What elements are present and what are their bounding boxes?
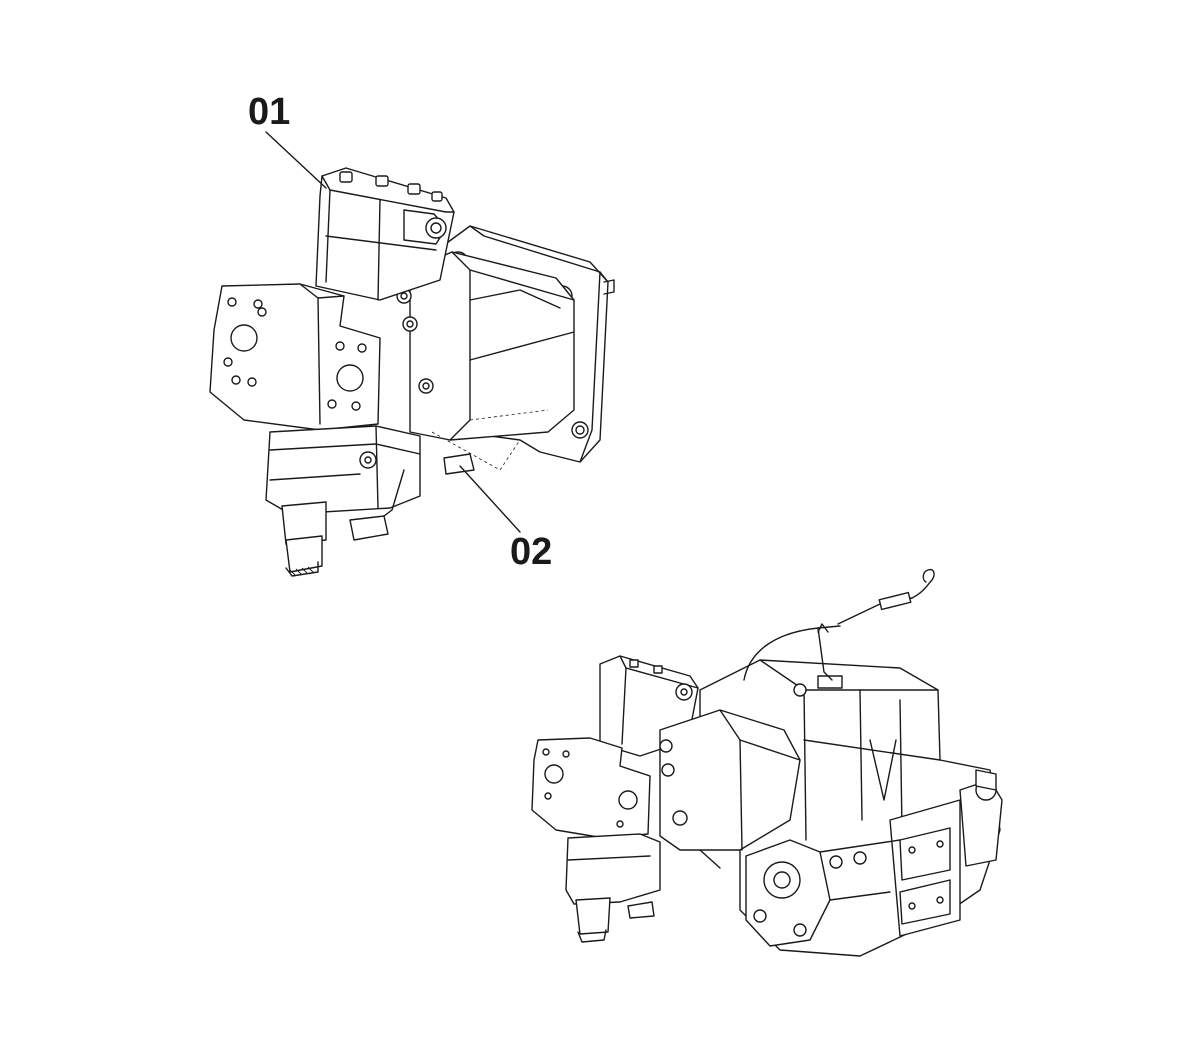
callout-01-leader — [265, 131, 327, 189]
callout-02-label: 02 — [510, 531, 552, 573]
pump-assembly — [209, 167, 615, 577]
callout-02-leader — [459, 465, 521, 533]
callout-01-label: 01 — [248, 91, 290, 133]
installed-assembly-view — [531, 568, 1003, 957]
